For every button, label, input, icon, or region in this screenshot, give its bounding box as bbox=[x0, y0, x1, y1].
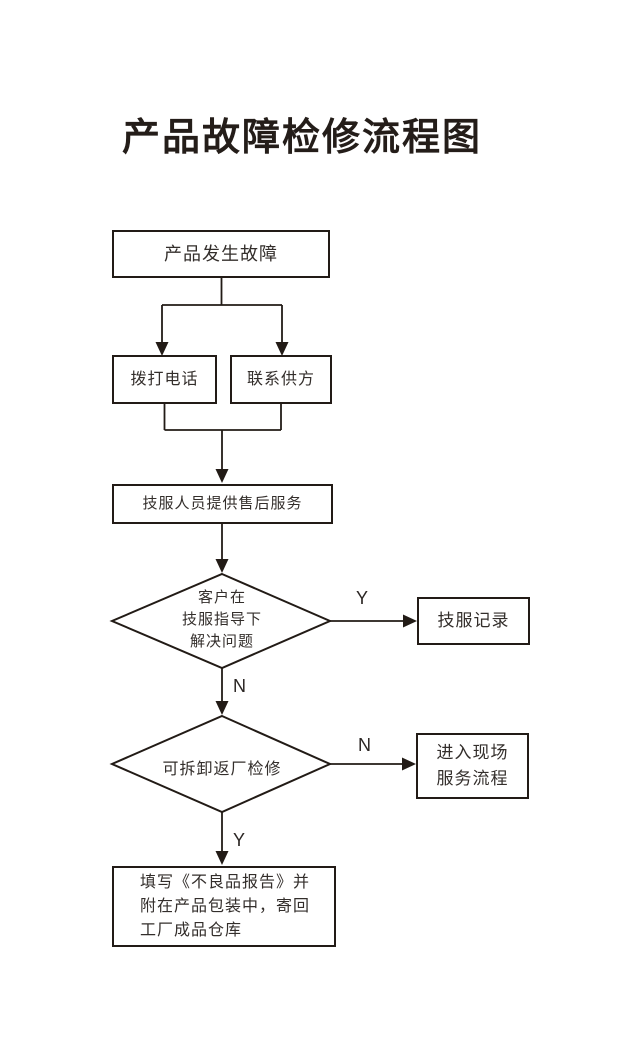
decision1-diamond bbox=[109, 572, 333, 670]
arrowhead-to-contact bbox=[275, 342, 289, 356]
decision1-label-line2: 技服指导下 bbox=[181, 611, 262, 628]
decision1-label-line3: 解决问题 bbox=[189, 633, 254, 650]
arrowhead-to-call bbox=[155, 342, 169, 356]
node-onsite-service: 进入现场 服务流程 bbox=[416, 733, 529, 799]
decision2-no-label: N bbox=[358, 735, 371, 755]
arrowhead-to-report bbox=[215, 851, 229, 865]
arrowhead-to-onsite bbox=[402, 757, 416, 771]
node-aftersales-service: 技服人员提供售后服务 bbox=[112, 484, 333, 524]
decision2-diamond bbox=[109, 714, 333, 814]
node-defect-report-line2: 附在产品包装中，寄回 bbox=[140, 897, 311, 915]
page-title: 产品故障检修流程图 bbox=[121, 117, 482, 159]
decision1-no-label: N bbox=[233, 676, 246, 696]
arrowhead-to-decision1 bbox=[215, 559, 229, 573]
node-contact-supplier: 联系供方 bbox=[230, 355, 332, 404]
decision2-yes-label: Y bbox=[233, 830, 246, 850]
node-defect-report: 填写《不良品报告》并 附在产品包装中，寄回 工厂成品仓库 bbox=[112, 866, 336, 947]
decision2-label: 可拆卸返厂检修 bbox=[162, 761, 282, 778]
arrowhead-to-service bbox=[215, 469, 229, 483]
node-onsite-service-line1: 进入现场 bbox=[436, 743, 509, 762]
node-defect-report-line1: 填写《不良品报告》并 bbox=[140, 873, 311, 891]
node-service-record: 技服记录 bbox=[417, 597, 530, 645]
decision1-label: 客户在 技服指导下 解决问题 bbox=[132, 587, 312, 653]
decision1-yes-label: Y bbox=[356, 588, 369, 608]
decision1-label-line1: 客户在 bbox=[197, 589, 246, 606]
arrowhead-to-decision2 bbox=[215, 701, 229, 715]
node-dial-phone: 拨打电话 bbox=[112, 355, 217, 404]
arrowhead-to-record bbox=[403, 614, 417, 628]
node-onsite-service-line2: 服务流程 bbox=[436, 769, 509, 788]
node-product-failure: 产品发生故障 bbox=[112, 230, 330, 278]
node-defect-report-line3: 工厂成品仓库 bbox=[140, 921, 243, 939]
